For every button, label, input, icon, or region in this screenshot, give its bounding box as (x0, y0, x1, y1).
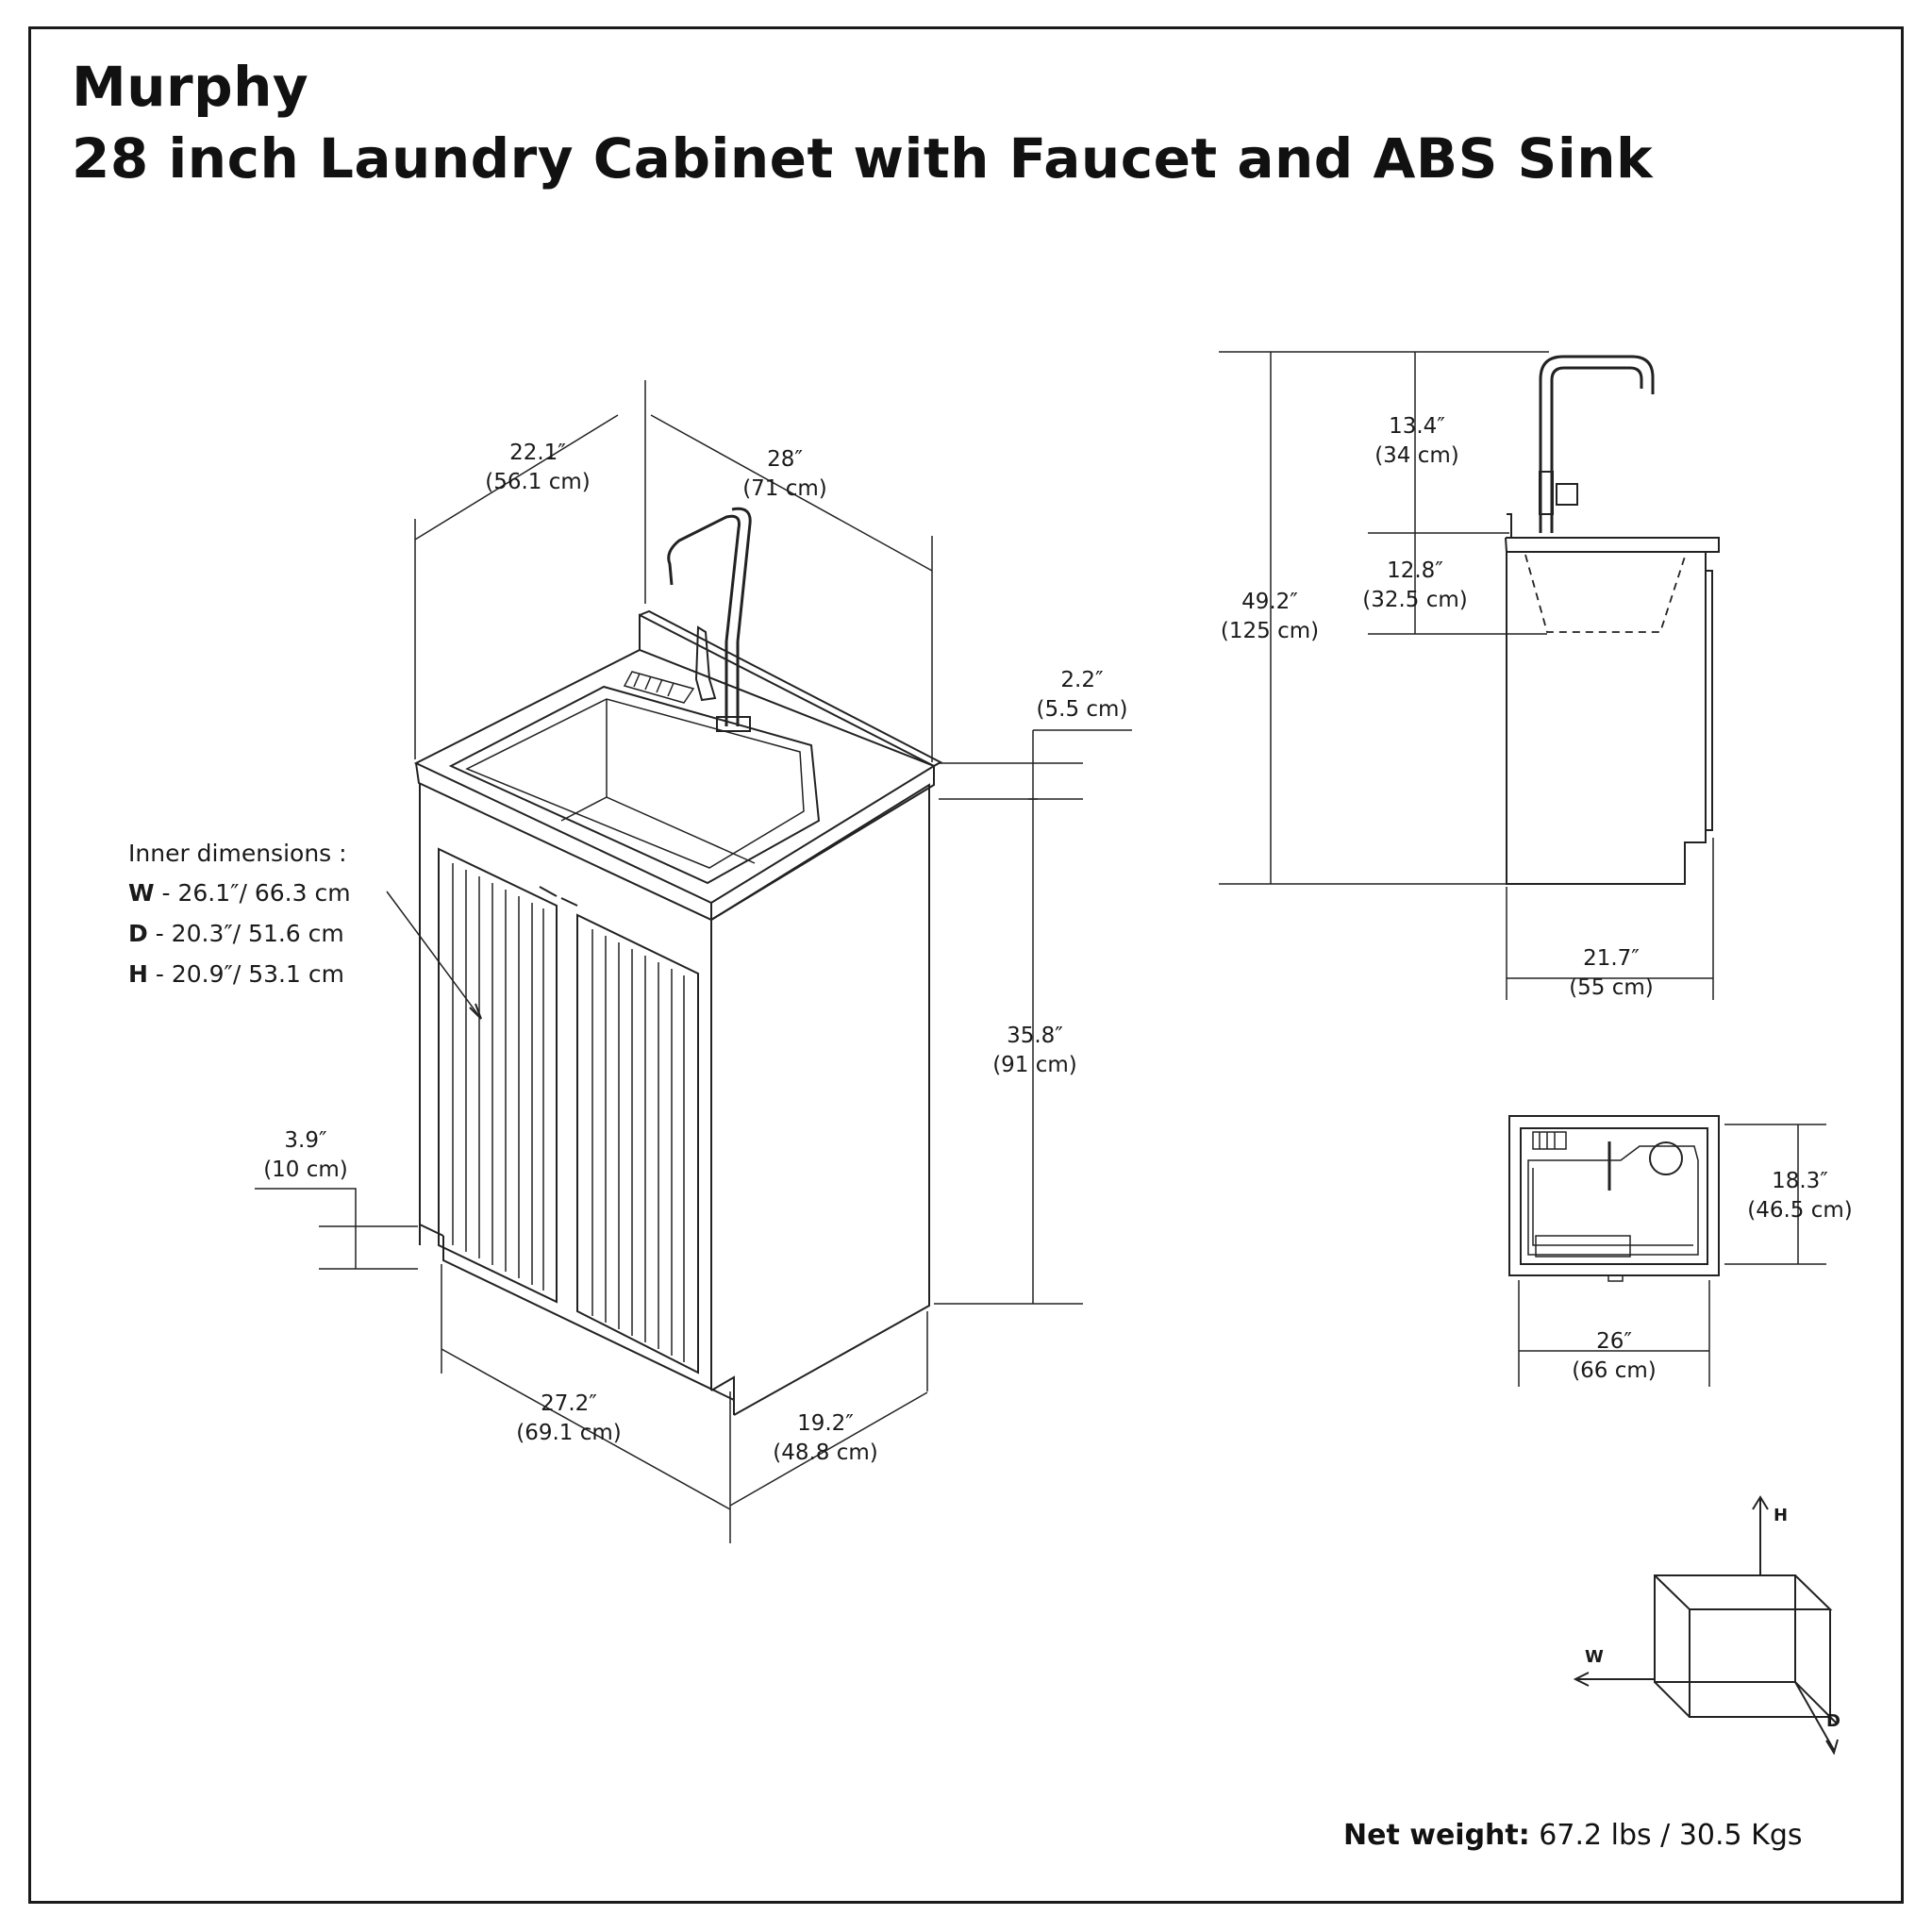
axis-label-w: W (1585, 1647, 1604, 1667)
net-weight-value: 67.2 lbs / 30.5 Kgs (1529, 1819, 1803, 1852)
side-depth-dim: 21.7″ (1583, 946, 1640, 971)
base-depth-dim: 19.2″ (797, 1411, 854, 1436)
top-width-dim-cm: (71 cm) (742, 476, 827, 501)
top-dimension-lines (1518, 1124, 1826, 1387)
total-height-dim: 49.2″ (1241, 590, 1298, 614)
top-depth-dim: 22.1″ (509, 441, 566, 465)
inner-dimensions-block: Inner dimensions : W - 26.1″/ 66.3 cm D … (128, 840, 351, 988)
dimension-labels: 22.1″ (56.1 cm) 28″ (71 cm) 2.2″ (5.5 cm… (263, 414, 1853, 1465)
product-title: 28 inch Laundry Cabinet with Faucet and … (72, 126, 1654, 191)
sink-width-dim: 26″ (1596, 1329, 1632, 1354)
faucet-height-dim: 13.4″ (1389, 414, 1445, 439)
toe-kick-dim: 3.9″ (284, 1128, 327, 1153)
net-weight: Net weight: 67.2 lbs / 30.5 Kgs (1343, 1819, 1803, 1852)
base-depth-dim-cm: (48.8 cm) (773, 1441, 878, 1465)
backsplash-dim-cm: (5.5 cm) (1037, 697, 1128, 722)
toe-kick-dim-cm: (10 cm) (263, 1158, 348, 1182)
inner-dim-row: W - 26.1″/ 66.3 cm (128, 879, 351, 907)
base-width-dim: 27.2″ (541, 1391, 597, 1416)
top-depth-dim-cm: (56.1 cm) (485, 470, 591, 494)
cabinet-height-dim-cm: (91 cm) (992, 1053, 1077, 1077)
inner-dimensions-heading: Inner dimensions : (128, 840, 347, 867)
faucet-height-dim-cm: (34 cm) (1374, 443, 1459, 468)
inner-dim-row: D - 20.3″/ 51.6 cm (128, 920, 344, 947)
axis-label-d: D (1826, 1711, 1840, 1731)
basin-depth-dim-cm: (32.5 cm) (1362, 588, 1468, 612)
backsplash-dim: 2.2″ (1060, 668, 1104, 692)
side-elevation-drawing (1505, 355, 1720, 885)
basin-depth-dim: 12.8″ (1387, 558, 1443, 583)
top-view-drawing (1508, 1115, 1720, 1282)
cabinet-height-dim: 35.8″ (1007, 1024, 1063, 1048)
net-weight-label: Net weight: (1343, 1819, 1530, 1852)
sink-width-dim-cm: (66 cm) (1572, 1358, 1657, 1383)
side-depth-dim-cm: (55 cm) (1569, 975, 1654, 1000)
top-width-dim: 28″ (767, 447, 803, 472)
brand-title: Murphy (72, 55, 309, 119)
total-height-dim-cm: (125 cm) (1221, 619, 1319, 643)
axis-guide (1573, 1495, 1839, 1756)
axis-label-h: H (1774, 1506, 1788, 1525)
cabinet-iso-drawing (386, 507, 943, 1416)
base-width-dim-cm: (69.1 cm) (516, 1421, 622, 1445)
side-dimension-lines (1219, 351, 1714, 1000)
diagram-frame (28, 26, 1904, 1904)
inner-dim-row: H - 20.9″/ 53.1 cm (128, 960, 344, 988)
iso-dimension-lines (255, 380, 1132, 1543)
sink-depth-dim-cm: (46.5 cm) (1747, 1198, 1853, 1223)
sink-depth-dim: 18.3″ (1772, 1169, 1828, 1193)
